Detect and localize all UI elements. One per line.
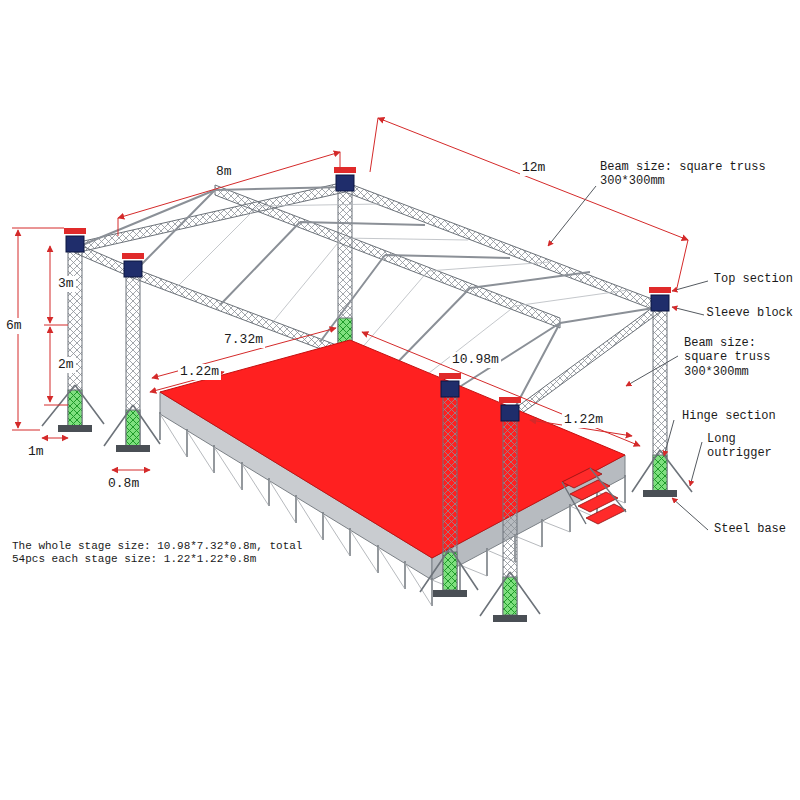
dimension-line	[362, 332, 640, 446]
stage-leg	[160, 412, 625, 606]
dimension-label: 1.22m	[562, 412, 605, 428]
stage-leg	[460, 475, 625, 591]
outrigger	[632, 450, 692, 492]
steel-base	[643, 490, 677, 497]
stage-deck	[160, 340, 625, 558]
canopy-line	[420, 290, 628, 380]
leader-line	[548, 186, 596, 246]
dimension-line	[50, 246, 51, 323]
canopy-line	[355, 262, 550, 356]
stage-stairs	[562, 468, 626, 524]
roof-rafter	[220, 222, 425, 305]
top-section	[439, 373, 461, 379]
callout-label: Long outrigger	[705, 432, 789, 461]
sleeve-block	[441, 381, 459, 397]
stage-stairs	[562, 468, 626, 524]
truss-tower	[126, 410, 140, 446]
callout-label: Hinge section	[680, 409, 778, 423]
roof-rafter	[75, 187, 345, 273]
truss-tower	[653, 455, 667, 491]
steel-base	[433, 590, 467, 597]
callout-label: Steel base	[712, 522, 788, 536]
canopy-line	[176, 204, 380, 288]
top-section	[334, 167, 356, 173]
outrigger	[480, 572, 540, 616]
dimension-label: 3m	[56, 276, 76, 292]
dimension-line	[118, 152, 340, 218]
outrigger	[104, 405, 160, 446]
dimension-label: 10.98m	[450, 352, 501, 368]
stage-brace	[160, 414, 625, 606]
dimension-line	[112, 470, 150, 471]
dimension-label: 1.22m	[178, 364, 221, 380]
callout-label: Sleeve block	[705, 306, 795, 320]
sleeve-block	[66, 175, 669, 311]
leader-line	[690, 442, 702, 486]
outrigger	[420, 548, 540, 616]
stage-stairs	[586, 504, 626, 524]
callout-label: Top section	[712, 272, 795, 286]
sleeve-block	[336, 175, 354, 191]
canopy-line	[272, 238, 468, 323]
truss-tower	[68, 390, 82, 426]
dimension-line	[42, 438, 68, 439]
dimension-label: 6m	[4, 318, 24, 334]
steel-base	[116, 445, 150, 452]
sleeve-block	[651, 295, 669, 311]
truss-tower	[126, 268, 140, 450]
dimension-line	[12, 118, 688, 470]
stage-leg	[160, 412, 432, 606]
top-section	[439, 373, 521, 403]
steel-base	[493, 615, 527, 622]
top-section	[64, 167, 671, 293]
callout-label: Beam size: square truss 300*300mm	[682, 336, 786, 379]
top-section	[649, 287, 671, 293]
leader-line	[672, 281, 708, 291]
truss-tower	[443, 388, 457, 595]
leader-line	[626, 356, 678, 386]
truss-tower	[443, 552, 457, 590]
top-section	[499, 397, 521, 403]
dimension-line	[118, 152, 340, 236]
dimension-label: 0.8m	[106, 476, 141, 492]
truss-tower	[503, 577, 517, 615]
top-section	[64, 228, 86, 234]
callout-label: Beam size: square truss 300*300mm	[598, 160, 777, 189]
truss-tower	[338, 182, 352, 347]
roof-rafter	[320, 255, 510, 342]
steel-base	[58, 425, 92, 432]
dimension-line	[370, 118, 688, 292]
top-section	[122, 253, 144, 259]
leader-line	[672, 498, 708, 530]
truss-tower	[503, 412, 517, 620]
leader-line	[664, 420, 674, 456]
note-text: The whole stage size: 10.98*7.32*0.8m, t…	[10, 540, 314, 566]
dimension-label: 1m	[26, 444, 46, 460]
truss-tower	[443, 388, 517, 620]
sleeve-block	[124, 261, 142, 277]
truss-tower	[68, 243, 82, 430]
dimension-label: 7.32m	[222, 332, 265, 348]
dimension-line	[50, 327, 51, 402]
leader-line	[672, 307, 704, 315]
stage-brace	[432, 492, 625, 591]
sleeve-block	[66, 236, 84, 252]
truss-beam	[215, 185, 560, 328]
dimension-label: 8m	[214, 164, 234, 180]
dimension-label: 2m	[56, 357, 76, 373]
dimension-label: 12m	[520, 160, 547, 176]
stage-brace	[160, 414, 432, 606]
sleeve-block	[501, 405, 519, 421]
truss-tower	[653, 302, 667, 495]
outrigger	[420, 548, 478, 592]
steel-base	[433, 590, 527, 622]
